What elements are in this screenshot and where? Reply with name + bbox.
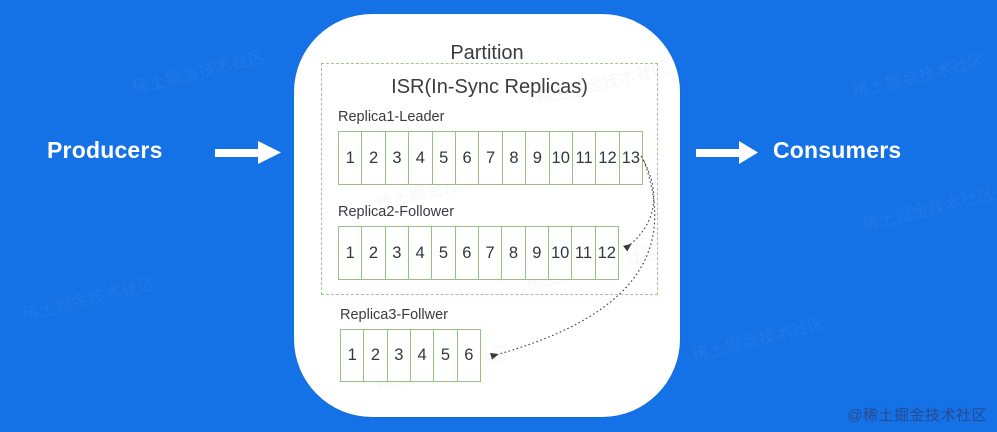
log-cell: 1 <box>338 226 363 280</box>
watermark-text: 稀土掘金技术社区 <box>690 313 827 366</box>
consumers-label: Consumers <box>773 137 902 163</box>
log-cell: 2 <box>361 131 386 185</box>
log-cell: 4 <box>409 329 435 382</box>
log-cell: 12 <box>594 226 619 280</box>
log-cell: 3 <box>384 131 410 185</box>
log-cell: 10 <box>547 226 573 280</box>
log-cell: 11 <box>571 226 596 280</box>
partition-panel: Partition 稀土掘金技术社区 稀土掘金技术社区 稀土掘金技术社区 稀土掘… <box>294 14 680 417</box>
replica2-follower-label: Replica2-Follower <box>338 204 455 220</box>
replica3-follower-label: Replica3-Follwer <box>340 307 448 323</box>
log-cell: 13 <box>618 131 644 185</box>
log-cell: 1 <box>340 329 365 382</box>
log-cell: 6 <box>456 329 481 382</box>
watermark-text: 稀土掘金技术社区 <box>130 46 267 99</box>
log-cell: 8 <box>501 131 527 185</box>
log-cell: 4 <box>407 226 433 280</box>
log-cell: 1 <box>338 131 363 185</box>
log-cell: 5 <box>431 131 456 185</box>
log-cell: 6 <box>454 226 479 280</box>
consumers-arrow-icon <box>696 141 758 164</box>
log-cell: 7 <box>477 226 503 280</box>
site-watermark: @稀土掘金技术社区 <box>847 407 987 424</box>
log-cell: 11 <box>571 131 597 185</box>
log-cell: 5 <box>431 226 456 280</box>
log-cell: 10 <box>548 131 573 185</box>
log-cell: 5 <box>433 329 458 382</box>
isr-title: ISR(In-Sync Replicas) <box>391 76 588 98</box>
watermark-text: 稀土掘金技术社区 <box>860 183 997 236</box>
log-cell: 3 <box>386 329 411 382</box>
watermark-text: 稀土掘金技术社区 <box>850 50 987 103</box>
partition-title: Partition <box>450 42 524 64</box>
replica1-leader-label: Replica1-Leader <box>338 109 445 125</box>
producers-arrow-icon <box>215 141 281 164</box>
log-cell: 9 <box>524 226 549 280</box>
log-cell: 12 <box>595 131 620 185</box>
log-cell: 8 <box>501 226 526 280</box>
log-cell: 6 <box>454 131 480 185</box>
log-cell: 2 <box>363 329 388 382</box>
log-cell: 3 <box>384 226 409 280</box>
producers-label: Producers <box>47 137 163 163</box>
watermark-text: 稀土掘金技术社区 <box>20 273 157 326</box>
log-cell: 4 <box>408 131 433 185</box>
log-cell: 9 <box>525 131 550 185</box>
log-cell: 2 <box>361 226 386 280</box>
log-cell: 7 <box>478 131 503 185</box>
